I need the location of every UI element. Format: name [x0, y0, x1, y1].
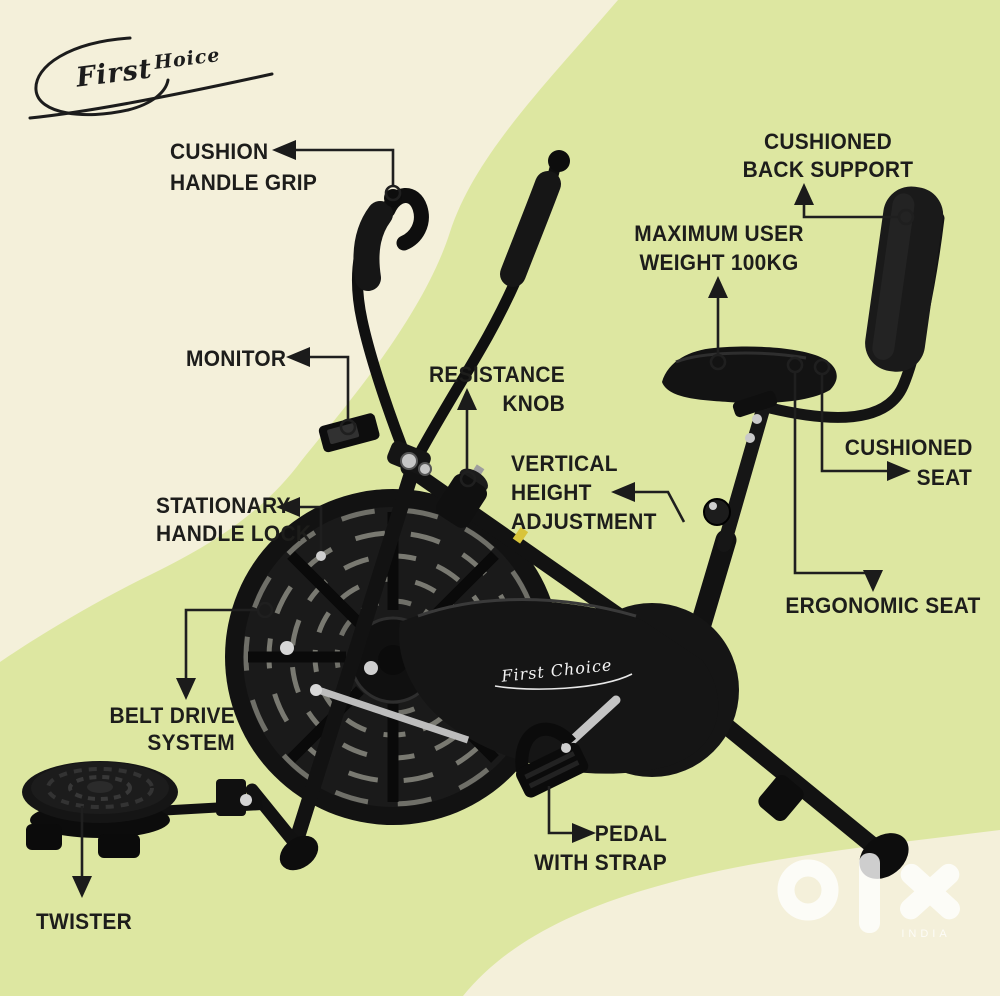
olx-watermark: INDIA [777, 853, 960, 940]
exercise-bike: First Choice [22, 150, 945, 879]
label-line: VERTICAL [511, 451, 618, 476]
label-line: SEAT [916, 465, 972, 490]
seat-bolt-1 [752, 414, 762, 424]
label-resistance-knob: RESISTANCE KNOB [408, 360, 565, 418]
twister-foot-right [98, 834, 140, 858]
seat [662, 346, 837, 404]
rim-bolt [280, 641, 294, 655]
label-twister: TWISTER [36, 907, 132, 936]
brand-word-hoice: Hoice [152, 44, 222, 74]
label-cushioned-back-support: CUSHIONED BACK SUPPORT [722, 128, 935, 184]
olx-letter-l [859, 853, 880, 933]
bracket-bolt [240, 794, 252, 806]
frame-sticker [512, 526, 529, 544]
belt-drive-cover: First Choice [399, 598, 739, 777]
pivot-bolt-2 [418, 462, 432, 476]
adjust-pin [709, 502, 717, 510]
pivot-bolt-1 [400, 452, 418, 470]
label-line: ERGONOMIC SEAT [785, 593, 981, 618]
label-line: SYSTEM [147, 730, 235, 755]
label-vertical-height-adjustment: VERTICAL HEIGHT ADJUSTMENT [511, 449, 657, 536]
label-line: HEIGHT [511, 480, 592, 505]
left-foam-grip [353, 201, 393, 291]
front-post-tube [287, 454, 423, 853]
olx-country-text: INDIA [901, 928, 950, 940]
height-adjust-knob [703, 498, 731, 526]
right-foam-grip [500, 171, 561, 287]
pedal-with-strap-part [515, 722, 589, 798]
seat-post-upper [717, 399, 771, 552]
front-foot-tube [245, 783, 306, 855]
label-stationary-handle-lock: STATIONARY HANDLE LOCK [156, 492, 311, 548]
back-support-pad [865, 186, 944, 372]
front-foot [279, 835, 319, 871]
pedal-strap [515, 722, 577, 773]
label-monitor: MONITOR [186, 344, 286, 373]
label-line: WEIGHT 100KG [639, 250, 799, 275]
label-belt-drive-system: BELT DRIVE SYSTEM [100, 702, 235, 756]
label-cushioned-seat: CUSHIONED SEAT [844, 433, 973, 493]
label-pedal-with-strap: PEDAL WITH STRAP [514, 819, 667, 877]
right-grip-cap [548, 150, 570, 172]
pedal-axle [561, 743, 571, 753]
label-line: MAXIMUM USER [634, 221, 804, 246]
label-line: BELT DRIVE [109, 703, 235, 728]
label-line: ADJUSTMENT [511, 509, 657, 534]
left-crank-strut [310, 684, 470, 744]
label-cushion-handle-grip: CUSHION HANDLE GRIP [170, 136, 317, 198]
label-line: MONITOR [186, 346, 287, 371]
brand-logo-swoosh [28, 36, 274, 120]
twister-bracket [216, 779, 246, 816]
cover-brand-swoosh [494, 673, 633, 690]
label-line: CUSHIONED [764, 129, 892, 154]
label-line: PEDAL [594, 821, 667, 846]
cream-blob-top-left [0, 0, 618, 662]
seat-highlight [675, 351, 807, 364]
brand-logo: First Hoice [18, 22, 278, 122]
fan-wheel [225, 489, 561, 825]
olx-letter-x [900, 863, 960, 920]
label-ergonomic-seat: ERGONOMIC SEAT [772, 591, 994, 620]
brand-word-first: First [74, 53, 154, 94]
annotation-connectors [72, 140, 915, 898]
label-line: HANDLE LOCK [156, 521, 312, 546]
olx-letter-o [777, 859, 839, 921]
rear-tube-sleeve [758, 775, 804, 821]
label-line: BACK SUPPORT [742, 157, 914, 182]
label-line: CUSHION [170, 139, 269, 164]
strut-bolt [310, 684, 322, 696]
label-line: STATIONARY [156, 493, 291, 518]
label-line: WITH STRAP [534, 850, 667, 875]
label-maximum-user-weight: MAXIMUM USER WEIGHT 100KG [615, 219, 824, 277]
handle-lock-pin [316, 551, 326, 561]
twister-attachment [22, 761, 263, 858]
left-grip-cap [384, 189, 402, 207]
label-line: TWISTER [36, 909, 133, 934]
label-line: CUSHIONED [844, 435, 973, 460]
hub-bolt [364, 661, 378, 675]
label-line: HANDLE GRIP [170, 170, 318, 195]
seat-bolt-2 [745, 433, 755, 443]
label-line: RESISTANCE [428, 362, 565, 387]
seat-clamp [732, 390, 778, 418]
twister-foot-left [26, 824, 62, 850]
label-line: KNOB [502, 391, 565, 416]
